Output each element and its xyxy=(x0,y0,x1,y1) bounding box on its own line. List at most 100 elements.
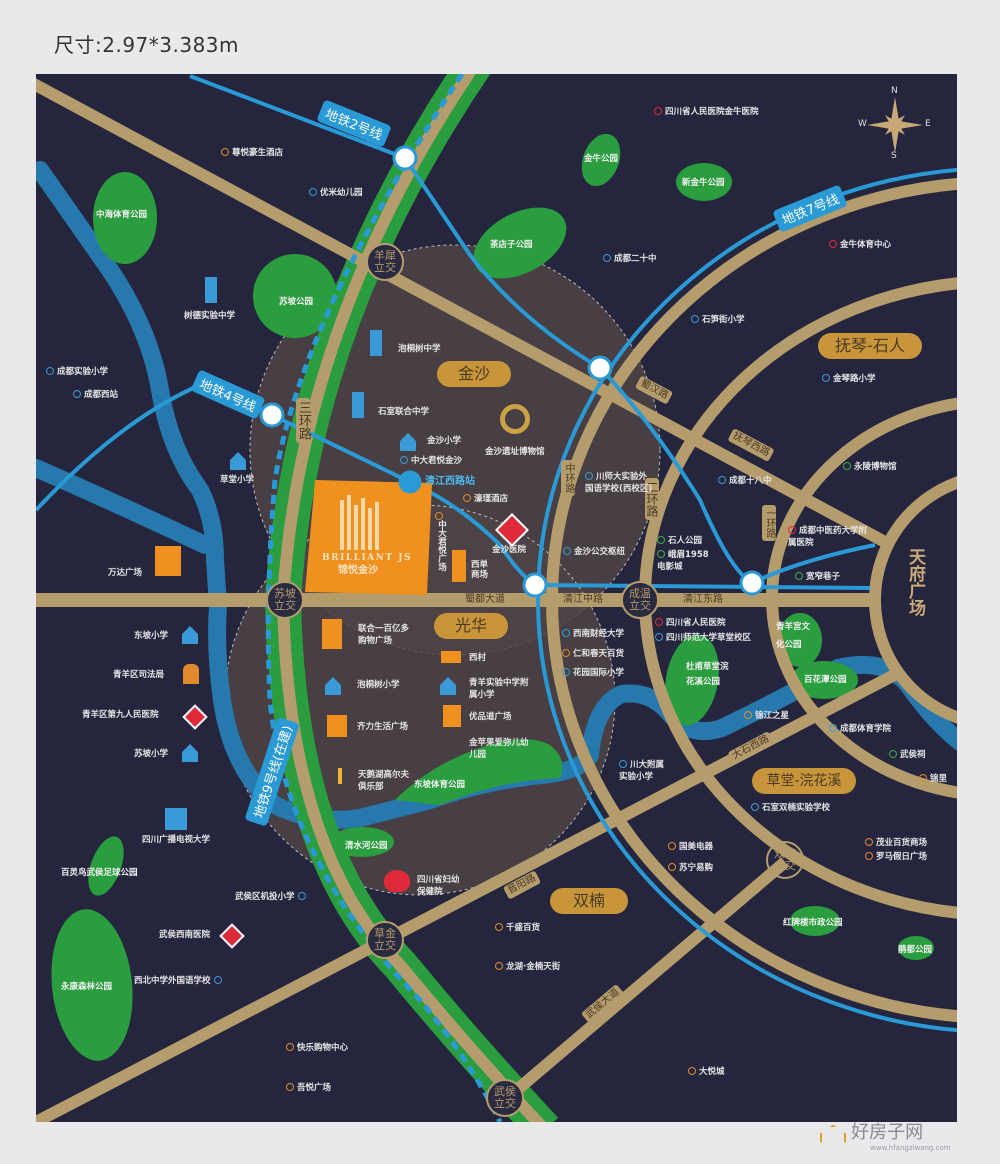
watermark-name: 好房子网 xyxy=(851,1122,924,1143)
poi[interactable]: 成都实验小学 xyxy=(46,366,108,378)
landmark[interactable]: 树德实验中学 xyxy=(184,311,236,321)
school-building-icon xyxy=(352,392,364,418)
landmark[interactable]: 西村 xyxy=(469,653,487,663)
interchange-wuhou: 武侯立交 xyxy=(486,1079,524,1117)
poi[interactable]: 四川师范大学草堂校区 xyxy=(655,632,751,644)
poi[interactable]: 苏宁易购 xyxy=(668,862,713,874)
landmark[interactable]: 青羊区司法局 xyxy=(113,670,165,680)
poi[interactable]: 武侯区机投小学 xyxy=(235,891,309,903)
poi[interactable]: 金琴路小学 xyxy=(822,373,876,385)
poi[interactable]: 峨眉1958电影城 xyxy=(657,550,709,572)
poi[interactable]: 国美电器 xyxy=(668,841,713,853)
poi[interactable]: 四川省人民医院 xyxy=(655,617,726,629)
park-label[interactable]: 青羊宫文化公园 xyxy=(776,622,811,650)
landmark[interactable]: 西单商场 xyxy=(471,560,489,580)
landmark[interactable]: 金沙遗址博物馆 xyxy=(485,447,545,457)
landmark[interactable]: 青羊实验中学附属小学 xyxy=(469,678,529,700)
landmark[interactable]: 泡桐树小学 xyxy=(357,680,400,690)
poi[interactable]: 花园国际小学 xyxy=(562,667,624,679)
landmark[interactable]: 四川省妇幼保健院 xyxy=(417,875,460,897)
poi[interactable]: 吾悦广场 xyxy=(286,1082,331,1094)
poi[interactable]: 川师大实验外国语学校(西校区) xyxy=(585,472,653,494)
park-label[interactable]: 百灵鸟武侯足球公园 xyxy=(61,868,138,878)
landmark[interactable]: 东坡小学 xyxy=(134,631,169,641)
school-icon xyxy=(297,892,306,900)
poi[interactable]: 石笋街小学 xyxy=(691,314,745,326)
landmark[interactable]: 草堂小学 xyxy=(220,475,255,485)
watermark-url: www.hfangziwang.com xyxy=(870,1144,951,1152)
poi[interactable]: 锦里 xyxy=(919,773,947,785)
university-icon xyxy=(165,808,187,830)
poi[interactable]: 石人公园 xyxy=(657,535,702,547)
landmark[interactable]: 石室联合中学 xyxy=(378,407,430,417)
park-label[interactable]: 永康森林公园 xyxy=(61,982,113,992)
landmark[interactable]: 青羊区第九人民医院 xyxy=(82,710,159,720)
poi[interactable]: 中大君悦广场 xyxy=(435,512,447,571)
area-caotang-huanhuaxi: 草堂-浣花溪 xyxy=(752,768,856,794)
poi[interactable]: 成都二十中 xyxy=(603,253,657,265)
poi[interactable]: 龙湖·金楠天街 xyxy=(495,961,560,973)
park-label[interactable]: 鹃都公园 xyxy=(898,945,933,955)
landmark[interactable]: 金沙小学 xyxy=(427,436,462,446)
landmark[interactable]: 天鹅湖高尔夫俱乐部 xyxy=(358,770,410,792)
poi[interactable]: 千盛百货 xyxy=(495,922,540,934)
poi[interactable]: 成都十八中 xyxy=(718,475,772,487)
poi[interactable]: 大悦城 xyxy=(688,1066,725,1078)
poi[interactable]: 武侯祠 xyxy=(889,749,926,761)
park-label[interactable]: 新金牛公园 xyxy=(682,178,725,188)
poi[interactable]: 成都西站 xyxy=(73,389,118,401)
poi[interactable]: 西南财经大学 xyxy=(562,628,624,640)
area-guanghua: 光华 xyxy=(434,613,508,639)
landmark[interactable]: 武侯西南医院 xyxy=(159,930,211,940)
attraction-icon xyxy=(843,462,851,470)
poi[interactable]: 成都体育学院 xyxy=(829,723,891,735)
poi[interactable]: 四川省人民医院金牛医院 xyxy=(654,106,759,118)
poi[interactable]: 西北中学外国语学校 xyxy=(134,975,225,987)
poi[interactable]: 石室双楠实验学校 xyxy=(751,802,830,814)
interchange-shuangnan: 双楠立交 xyxy=(766,841,804,879)
landmark[interactable]: 四川广播电视大学 xyxy=(142,835,211,845)
poi[interactable]: 仁和春天百货 xyxy=(562,648,624,660)
poi[interactable]: 快乐购物中心 xyxy=(286,1042,348,1054)
qingjiang-west-station-label[interactable]: 清江西路站 xyxy=(425,476,475,487)
park-label[interactable]: 茶店子公园 xyxy=(490,240,533,250)
poi[interactable]: 罗马假日广场 xyxy=(865,851,927,863)
park-label[interactable]: 红牌楼市政公园 xyxy=(783,918,843,928)
landmark[interactable]: 万达广场 xyxy=(108,568,143,578)
landmark[interactable]: 齐力生活广场 xyxy=(357,722,409,732)
park-label[interactable]: 中海体育公园 xyxy=(96,210,148,220)
landmark[interactable]: 泡桐树中学 xyxy=(398,344,441,354)
poi[interactable]: 中大君悦金沙 xyxy=(400,455,462,467)
poi[interactable]: 濠瑾酒店 xyxy=(463,493,508,505)
poi[interactable]: 金沙公交枢纽 xyxy=(563,546,625,558)
landmark[interactable]: 苏坡小学 xyxy=(134,749,169,759)
landmark[interactable]: 金苹果爱弥儿幼儿园 xyxy=(469,738,529,760)
park-label[interactable]: 金牛公园 xyxy=(584,154,619,164)
station-icon xyxy=(73,390,81,398)
metro-line9 xyxy=(265,74,503,1122)
park-label[interactable]: 东坡体育公园 xyxy=(414,780,466,790)
project-name-en[interactable]: BRILLIANT JS xyxy=(322,553,412,563)
park-label[interactable]: 百花潭公园 xyxy=(804,675,847,685)
government-icon xyxy=(183,664,199,684)
poi[interactable]: 永陵博物馆 xyxy=(843,461,897,473)
park-label[interactable]: 杜甫草堂浣花溪公园 xyxy=(686,662,729,687)
park-label[interactable]: 苏坡公园 xyxy=(279,297,314,307)
landmark[interactable]: 优品道广场 xyxy=(469,712,512,722)
school-icon xyxy=(822,374,830,382)
poi[interactable]: 金牛体育中心 xyxy=(829,239,891,251)
poi[interactable]: 茂业百货商场 xyxy=(865,837,927,849)
landmark[interactable]: 金沙医院 xyxy=(492,545,527,555)
poi[interactable]: 成都中医药大学附属医院 xyxy=(788,526,868,548)
project-name-cn[interactable]: 锦悦金沙 xyxy=(338,565,378,576)
poi[interactable]: 尊悦豪生酒店 xyxy=(221,147,283,159)
poi[interactable]: 宽窄巷子 xyxy=(795,571,840,583)
road-qingjiang-east: 清江东路 xyxy=(680,593,726,607)
school-icon xyxy=(619,760,627,768)
poi[interactable]: 川大附属实验小学 xyxy=(619,760,665,782)
poi[interactable]: 优米幼儿园 xyxy=(309,187,363,199)
poi[interactable]: 锦江之星 xyxy=(744,710,789,722)
landmark[interactable]: 联合一百亿多购物广场 xyxy=(358,624,410,646)
park-label[interactable]: 清水河公园 xyxy=(345,841,388,851)
